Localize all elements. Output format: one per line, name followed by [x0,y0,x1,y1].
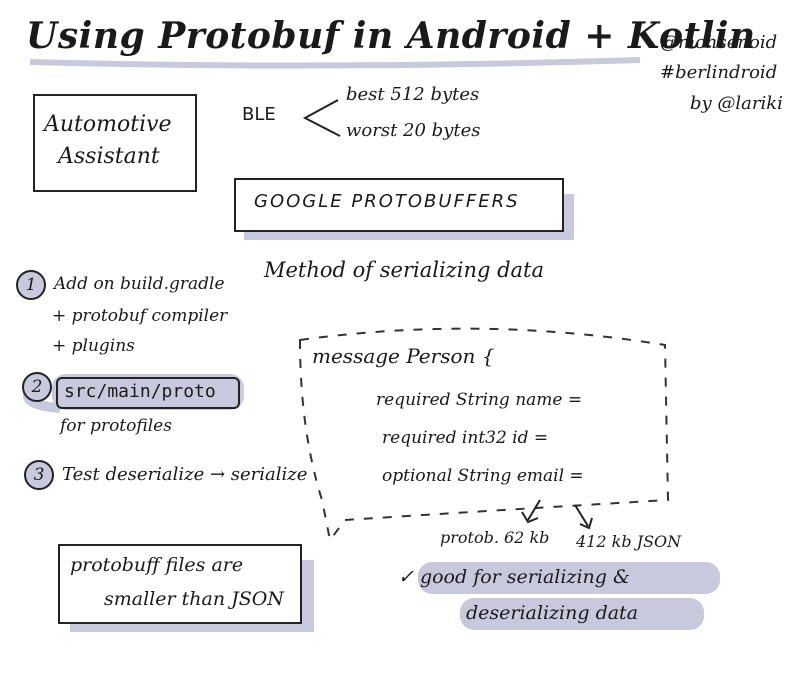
assistant-line2: Assistant [58,144,160,169]
step2-path-box [56,377,240,409]
definition-text: Method of serializing data [264,258,545,282]
conclusion-line2: deserializing data [466,602,639,624]
credit-hashtag: #berlindroid [660,62,778,83]
ble-best: best 512 bytes [346,84,480,105]
arrow-to-json-icon [574,504,593,530]
step1-line1: Add on build.gradle [54,274,225,294]
note-box [58,544,302,624]
ble-branch-arrow [302,99,341,137]
credit-handle: @mohsenoid [660,32,778,53]
step1-line3: + plugins [52,336,135,356]
protobuffers-label: GOOGLE PROTOBUFFERS [254,191,520,212]
message-field-id: required int32 id = [382,428,549,448]
step1-number: 1 [16,270,46,300]
step2-number: 2 [22,372,52,402]
step1-line2: + protobuf compiler [52,306,228,326]
message-dashed-outline [298,327,670,543]
note-line2: smaller than JSON [104,588,284,610]
credit-author: by @lariki [690,93,783,114]
protobuffers-box [234,178,564,232]
size-json: 412 kb JSON [576,532,682,551]
assistant-box [33,94,197,192]
assistant-line1: Automotive [44,112,172,137]
conclusion-line1: ✓ good for serializing & [398,566,630,588]
message-field-name: required String name = [376,390,583,410]
step2-line2: for protofiles [60,416,172,436]
arrow-to-protob-icon [521,499,541,524]
step3-line1: Test deserialize → serialize [62,464,308,485]
message-field-email: optional String email = [382,466,584,486]
conclusion-highlight2 [460,598,704,630]
step2-path-highlight [52,374,244,410]
message-header: message Person { [312,344,495,368]
step2-path-text: src/main/proto [64,381,216,402]
step3-number: 3 [24,460,54,490]
size-protob: protob. 62 kb [440,528,550,547]
note-line1: protobuff files are [70,554,244,576]
title-underline [29,57,641,69]
page-title: Using Protobuf in Android + Kotlin [26,15,756,57]
conclusion-highlight1 [418,562,720,594]
ble-label: BLE [242,104,276,125]
ble-worst: worst 20 bytes [346,120,481,141]
